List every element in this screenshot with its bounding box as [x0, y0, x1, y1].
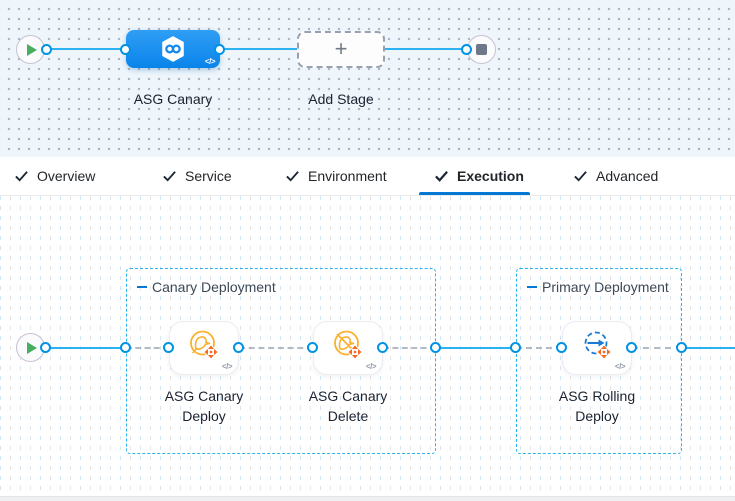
step-group-primary-deployment[interactable]: Primary Deployment	[516, 268, 682, 454]
active-tab-underline	[419, 192, 530, 195]
add-stage-label: Add Stage	[308, 91, 374, 107]
edge-line	[220, 48, 297, 50]
step-node-asg-rolling-deploy[interactable]: </>	[562, 321, 632, 375]
connector-dot[interactable]	[120, 342, 131, 353]
connector-dot[interactable]	[510, 342, 521, 353]
tab-service[interactable]: Service	[162, 157, 232, 195]
bottom-panel-edge	[0, 496, 735, 501]
pipeline-end-node	[467, 35, 496, 64]
collapse-dash-icon[interactable]	[137, 286, 147, 288]
tab-execution[interactable]: Execution	[434, 157, 524, 195]
edge-line	[385, 48, 467, 50]
pipeline-start-node	[16, 35, 45, 64]
edge-line	[45, 347, 126, 349]
canary-delete-icon	[334, 330, 363, 360]
yaml-code-icon[interactable]: </>	[365, 362, 377, 371]
tab-label: Environment	[308, 168, 387, 184]
step-label: ASG Canary Delete	[308, 388, 388, 424]
step-group-canary-deployment[interactable]: Canary Deployment	[126, 268, 436, 454]
connector-dot[interactable]	[461, 44, 472, 55]
tab-label: Overview	[37, 168, 96, 184]
collapse-dash-icon[interactable]	[527, 286, 537, 288]
connector-dot[interactable]	[626, 342, 637, 353]
step-label: ASG Canary Deploy	[164, 388, 244, 424]
edge-line	[682, 347, 735, 349]
yaml-code-icon[interactable]: </>	[221, 362, 233, 371]
edge-dashed-line	[632, 347, 682, 349]
edge-dashed-line	[516, 347, 562, 349]
group-label[interactable]: Primary Deployment	[527, 277, 669, 297]
connector-dot[interactable]	[214, 44, 225, 55]
connector-dot[interactable]	[233, 342, 244, 353]
play-icon	[27, 341, 37, 354]
tab-label: Execution	[457, 168, 524, 184]
yaml-code-icon[interactable]: </>	[204, 57, 216, 66]
tab-environment[interactable]: Environment	[285, 157, 387, 195]
execution-graph-canvas[interactable]: Canary Deployment Primary Deployment	[0, 196, 735, 496]
edge-line	[436, 347, 516, 349]
plus-icon: +	[334, 35, 348, 61]
tab-label: Service	[185, 168, 232, 184]
stage-node-asg-canary[interactable]: </>	[126, 30, 220, 68]
cd-stage-icon	[162, 36, 184, 62]
step-node-asg-canary-deploy[interactable]: </>	[169, 321, 239, 375]
stop-icon	[476, 44, 487, 55]
connector-dot[interactable]	[41, 44, 52, 55]
edge-dashed-line	[239, 347, 313, 349]
yaml-code-icon[interactable]: </>	[614, 362, 626, 371]
check-icon	[286, 171, 299, 182]
edge-dashed-line	[383, 347, 436, 349]
connector-dot[interactable]	[430, 342, 441, 353]
stage-config-tabs: Overview Service Environment Execution A…	[0, 157, 735, 196]
connector-dot[interactable]	[307, 342, 318, 353]
connector-dot[interactable]	[40, 342, 51, 353]
connector-dot[interactable]	[676, 342, 687, 353]
play-icon	[27, 43, 37, 56]
step-node-asg-canary-delete[interactable]: </>	[313, 321, 383, 375]
check-icon	[574, 171, 587, 182]
edge-dashed-line	[126, 347, 169, 349]
check-icon	[435, 171, 448, 182]
tab-overview[interactable]: Overview	[14, 157, 95, 195]
edge-line	[45, 48, 126, 50]
stage-graph-canvas[interactable]: </> ASG Canary + Add Stage	[0, 0, 735, 157]
connector-dot[interactable]	[556, 342, 567, 353]
add-stage-button[interactable]: +	[297, 31, 385, 68]
tab-advanced[interactable]: Advanced	[573, 157, 658, 195]
connector-dot[interactable]	[377, 342, 388, 353]
check-icon	[163, 171, 176, 182]
connector-dot[interactable]	[163, 342, 174, 353]
canary-deploy-icon	[190, 330, 219, 360]
tab-label: Advanced	[596, 168, 659, 184]
group-label[interactable]: Canary Deployment	[137, 277, 276, 297]
rolling-deploy-icon	[584, 331, 612, 360]
step-label: ASG Rolling Deploy	[558, 388, 636, 424]
stage-label: ASG Canary	[133, 91, 213, 107]
connector-dot[interactable]	[120, 44, 131, 55]
check-icon	[15, 171, 28, 182]
